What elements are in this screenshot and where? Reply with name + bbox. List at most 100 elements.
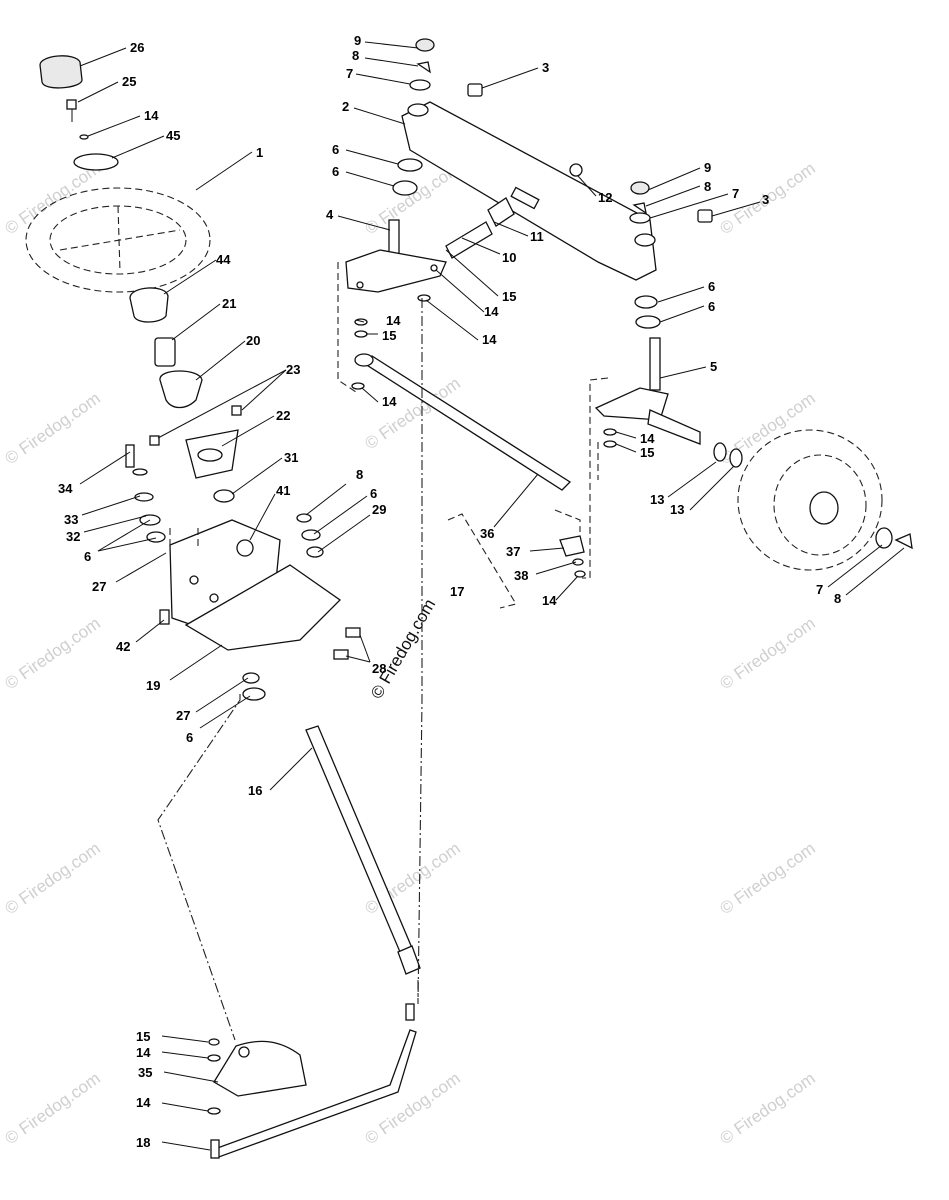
washer xyxy=(132,468,148,476)
callout-35: 35 xyxy=(138,1065,152,1080)
callout-17: 17 xyxy=(450,584,464,599)
grease-fitting xyxy=(697,209,713,223)
washer xyxy=(574,570,586,578)
callout-36: 36 xyxy=(480,526,494,541)
wheel-hub xyxy=(809,491,839,525)
axle-slot xyxy=(510,186,540,210)
callout-13: 13 xyxy=(670,502,684,517)
front-wheel xyxy=(737,429,883,571)
bolt xyxy=(149,435,160,446)
steering-bracket-group xyxy=(125,444,361,701)
watermark: © Firedog.com xyxy=(1,389,103,469)
callout-23: 23 xyxy=(286,362,300,377)
washer xyxy=(603,428,617,436)
washer xyxy=(603,440,617,448)
nut xyxy=(572,558,584,566)
part-callouts: 1 2 3 3 4 5 6 6 6 6 6 6 6 7 7 7 8 8 8 8 … xyxy=(58,33,841,1150)
callout-34: 34 xyxy=(58,481,73,496)
callout-27: 27 xyxy=(92,579,106,594)
bracket-hole xyxy=(189,575,199,585)
watermark: © Firedog.com xyxy=(1,159,103,239)
watermark: © Firedog.com xyxy=(716,839,818,919)
watermark-main: © Firedog.com xyxy=(367,596,439,702)
steering-adapter xyxy=(129,287,169,323)
steering-wheel xyxy=(25,187,211,293)
bolt xyxy=(345,627,361,638)
bracket-hole xyxy=(236,539,254,557)
wheel-insert xyxy=(73,153,119,171)
callout-21: 21 xyxy=(222,296,236,311)
callout-45: 45 xyxy=(166,128,180,143)
axle-pivot xyxy=(407,103,429,117)
washer xyxy=(351,382,365,390)
callout-8: 8 xyxy=(352,48,359,63)
bracket-hole xyxy=(209,593,219,603)
callout-14: 14 xyxy=(482,332,497,347)
washer xyxy=(296,513,312,523)
steering-wheel-group xyxy=(25,55,242,479)
axle-pivot xyxy=(634,233,656,247)
callout-15: 15 xyxy=(382,328,396,343)
callout-6: 6 xyxy=(84,549,91,564)
front-axle-group xyxy=(337,38,913,1005)
leader-lines xyxy=(77,41,905,1151)
ball-joint xyxy=(559,535,585,557)
bolt xyxy=(231,405,242,416)
callout-10: 10 xyxy=(502,250,516,265)
washer xyxy=(409,79,431,91)
washer xyxy=(729,448,743,468)
callout-37: 37 xyxy=(506,544,520,559)
front-axle xyxy=(401,101,657,281)
callout-32: 32 xyxy=(66,529,80,544)
sector-gear xyxy=(213,1040,307,1097)
callout-26: 26 xyxy=(130,40,144,55)
callout-8: 8 xyxy=(834,591,841,606)
callout-2: 2 xyxy=(342,99,349,114)
bolt xyxy=(405,1003,415,1021)
callout-6: 6 xyxy=(708,279,715,294)
washer xyxy=(629,212,651,224)
callout-16: 16 xyxy=(248,783,262,798)
watermark: © Firedog.com xyxy=(1,614,103,694)
bolt xyxy=(210,1139,220,1159)
callout-6: 6 xyxy=(708,299,715,314)
washer xyxy=(634,295,658,309)
callout-13: 13 xyxy=(650,492,664,507)
spindle-hole xyxy=(356,281,364,289)
tie-rod-end xyxy=(354,353,374,367)
steering-coupler xyxy=(154,337,176,367)
callout-3: 3 xyxy=(762,192,769,207)
callout-3: 3 xyxy=(542,60,549,75)
callout-14: 14 xyxy=(382,394,397,409)
callout-12: 12 xyxy=(598,190,612,205)
callout-20: 20 xyxy=(246,333,260,348)
spring xyxy=(445,221,493,259)
callout-6: 6 xyxy=(370,486,377,501)
front-wheel-inner xyxy=(773,454,867,556)
washer xyxy=(635,315,661,329)
clip xyxy=(894,533,913,550)
cap xyxy=(415,38,435,52)
bearing xyxy=(213,489,235,503)
callout-8: 8 xyxy=(356,467,363,482)
callout-27: 27 xyxy=(176,708,190,723)
callout-1: 1 xyxy=(256,145,263,160)
bushing xyxy=(242,672,260,684)
cap-bolt xyxy=(66,99,77,110)
steering-shaft xyxy=(305,725,413,953)
callout-6: 6 xyxy=(186,730,193,745)
callout-14: 14 xyxy=(640,431,655,446)
spindle-axle xyxy=(647,409,701,445)
callout-7: 7 xyxy=(346,66,353,81)
washer xyxy=(875,527,893,549)
washer xyxy=(306,546,324,558)
steering-shaft-group xyxy=(157,694,421,1159)
callout-14: 14 xyxy=(144,108,159,123)
callout-14: 14 xyxy=(386,313,401,328)
washer xyxy=(134,492,154,502)
callout-15: 15 xyxy=(136,1029,150,1044)
callout-22: 22 xyxy=(276,408,290,423)
clip xyxy=(632,202,647,215)
callout-44: 44 xyxy=(216,252,231,267)
